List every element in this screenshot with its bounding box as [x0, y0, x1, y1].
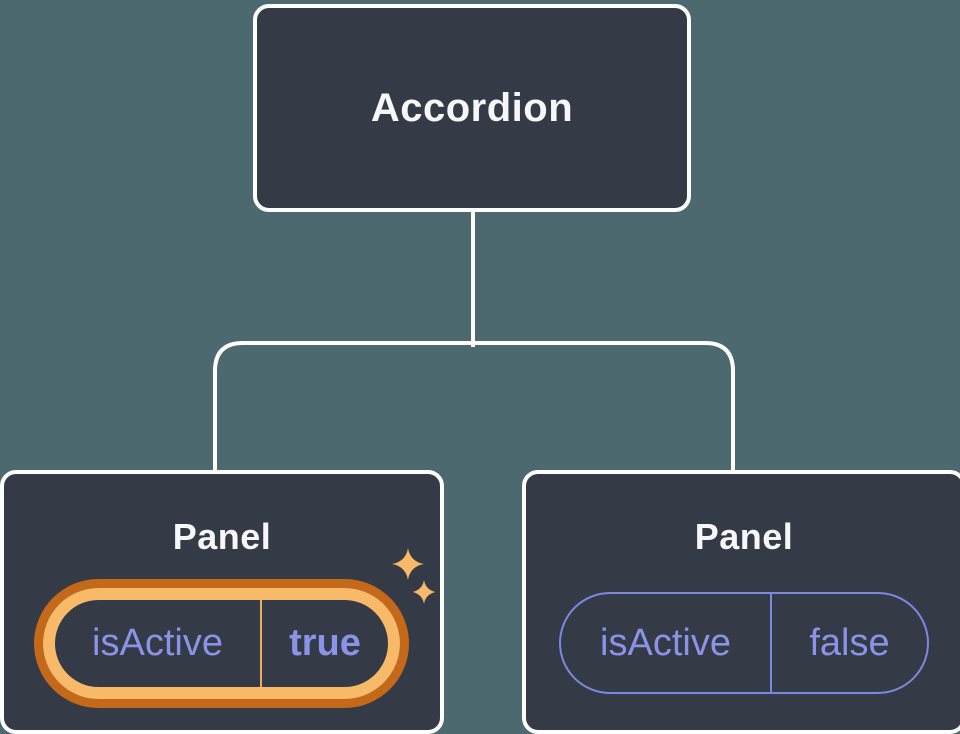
sparkle-small	[412, 580, 436, 604]
state-pill-highlighted: isActive true	[43, 588, 400, 699]
sparkles-icon	[392, 548, 436, 604]
state-pill-prop-cell: isActive	[55, 600, 262, 687]
prop-value-label: false	[809, 621, 890, 664]
prop-value-label: true	[289, 622, 361, 664]
panel-node-inactive: Panel isActive false	[522, 470, 960, 734]
panel-node-title: Panel	[172, 516, 272, 557]
prop-name-label: isActive	[92, 622, 223, 664]
accordion-node-label: Accordion	[370, 85, 574, 130]
panel-node-active: Panel isActive true	[0, 470, 444, 734]
prop-name-label: isActive	[600, 621, 731, 664]
state-pill-value-cell: true	[262, 600, 388, 687]
panel-node-title: Panel	[694, 516, 794, 557]
sparkle-large	[392, 548, 424, 580]
state-pill-prop-cell: isActive	[561, 594, 772, 692]
state-pill-plain: isActive false	[559, 592, 929, 694]
connector-branch	[213, 341, 735, 474]
state-pill-value-cell: false	[772, 594, 927, 692]
accordion-node: Accordion	[253, 4, 691, 212]
